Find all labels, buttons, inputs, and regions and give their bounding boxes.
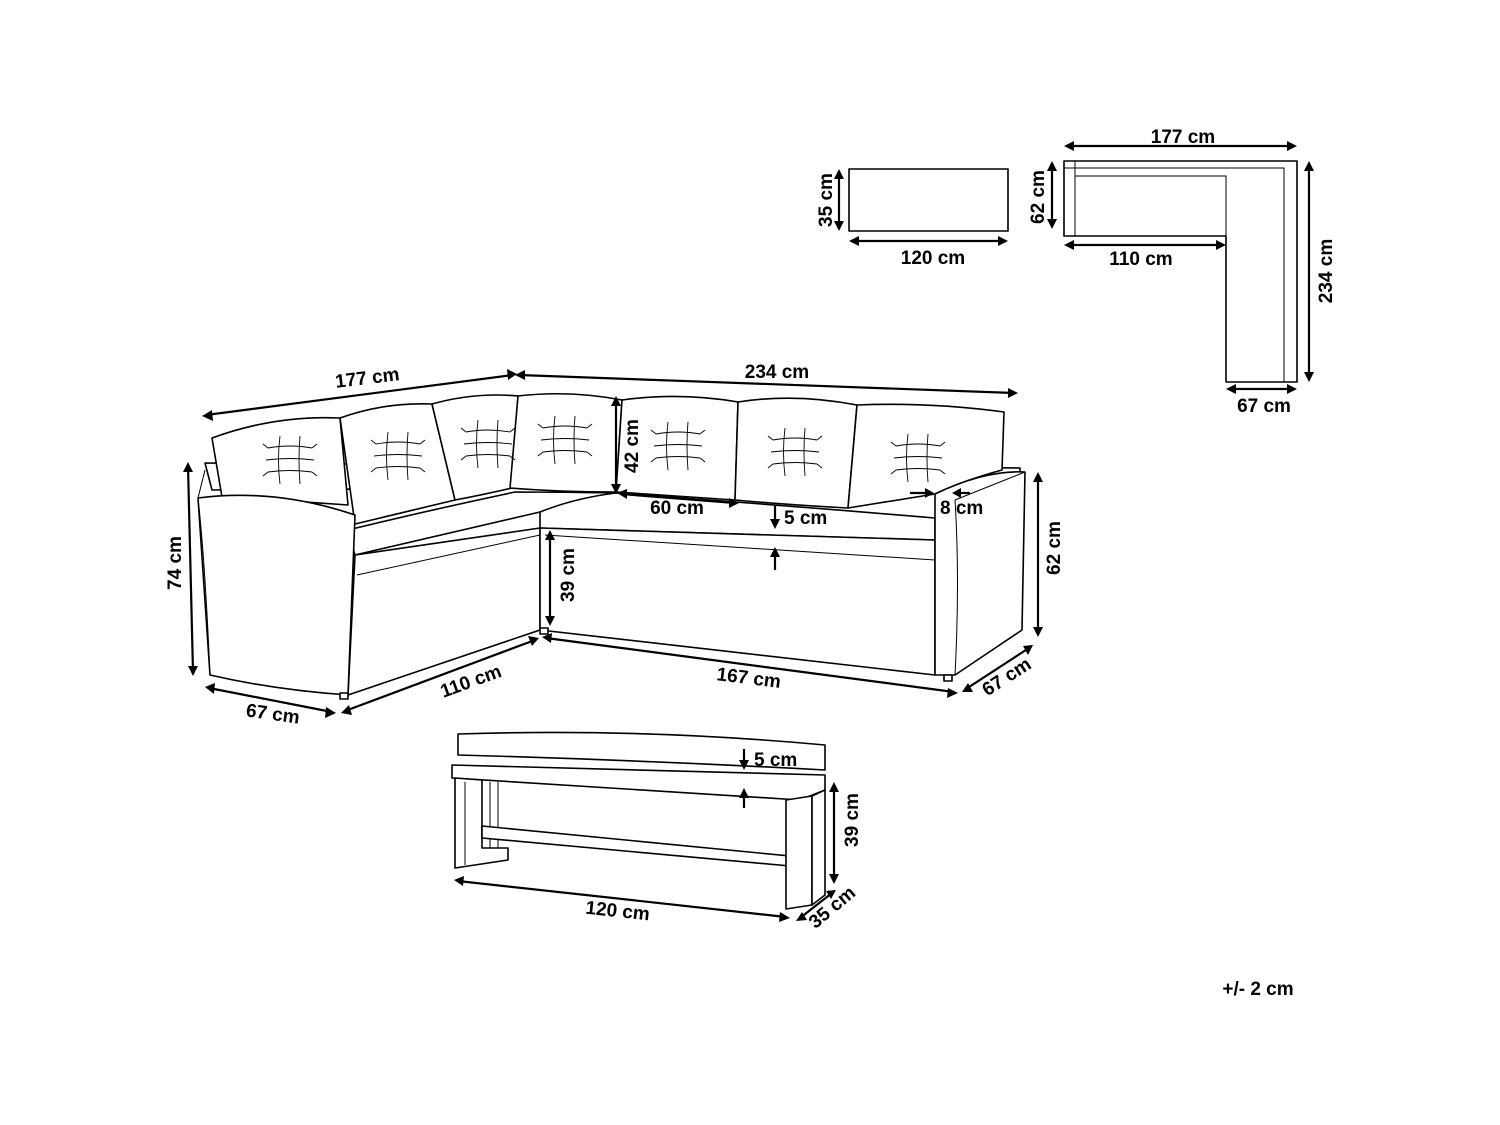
label-bench-height: 39 cm bbox=[842, 793, 863, 847]
label-seat-height: 39 cm bbox=[558, 548, 579, 602]
sofa-arm-left bbox=[197, 494, 356, 696]
label-right-depth: 67 cm bbox=[979, 654, 1036, 701]
label-plan-top-length: 177 cm bbox=[1151, 127, 1215, 148]
corner-sofa: 177 cm 234 cm 42 cm 60 cm 5 cm 8 cm 74 c… bbox=[165, 362, 1065, 729]
label-left-inner: 110 cm bbox=[438, 661, 505, 702]
sofa-base-right bbox=[539, 527, 936, 676]
label-cushion-thickness: 5 cm bbox=[784, 508, 827, 529]
seat-cushion-left bbox=[347, 491, 616, 556]
tolerance-note: +/- 2 cm bbox=[1222, 979, 1293, 1000]
bench-stretcher bbox=[481, 825, 791, 867]
plan-view: 177 cm 62 cm 110 cm 234 cm 67 cm bbox=[1028, 127, 1337, 417]
sofa-base-left bbox=[347, 527, 541, 696]
stool-side-view: 35 cm 120 cm bbox=[816, 168, 1009, 269]
label-plan-arm-depth: 62 cm bbox=[1028, 170, 1049, 224]
label-plan-side-depth: 67 cm bbox=[1237, 396, 1291, 417]
label-bench-cushion-thickness: 5 cm bbox=[754, 750, 797, 771]
bench-leg-right-front bbox=[785, 795, 813, 910]
plan-outline bbox=[1063, 160, 1298, 383]
label-plan-side-length: 234 cm bbox=[1316, 239, 1337, 303]
label-total-height: 74 cm bbox=[165, 536, 186, 590]
back-cushion-4 bbox=[509, 392, 623, 493]
back-cushion-1 bbox=[211, 416, 349, 506]
bench-cushion bbox=[457, 731, 826, 771]
label-sofa-right-length: 234 cm bbox=[745, 362, 809, 383]
label-seat-depth: 60 cm bbox=[650, 498, 704, 519]
label-plan-inner-length: 110 cm bbox=[1109, 249, 1172, 270]
back-cushion-6 bbox=[734, 397, 858, 509]
bench-leg-right-side bbox=[811, 789, 826, 906]
label-stool-height: 35 cm bbox=[816, 173, 837, 227]
label-arm-height: 62 cm bbox=[1044, 521, 1065, 575]
label-arm-width: 8 cm bbox=[940, 498, 983, 519]
label-back-cushion-height: 42 cm bbox=[622, 419, 643, 473]
label-sofa-left-length: 177 cm bbox=[334, 364, 401, 393]
sofa-arm-right bbox=[934, 471, 1026, 676]
label-stool-width: 120 cm bbox=[901, 248, 965, 269]
stool-outline bbox=[848, 168, 1009, 232]
bench-leg-left bbox=[454, 777, 509, 869]
bench: 5 cm 39 cm 120 cm 35 cm bbox=[451, 731, 863, 933]
